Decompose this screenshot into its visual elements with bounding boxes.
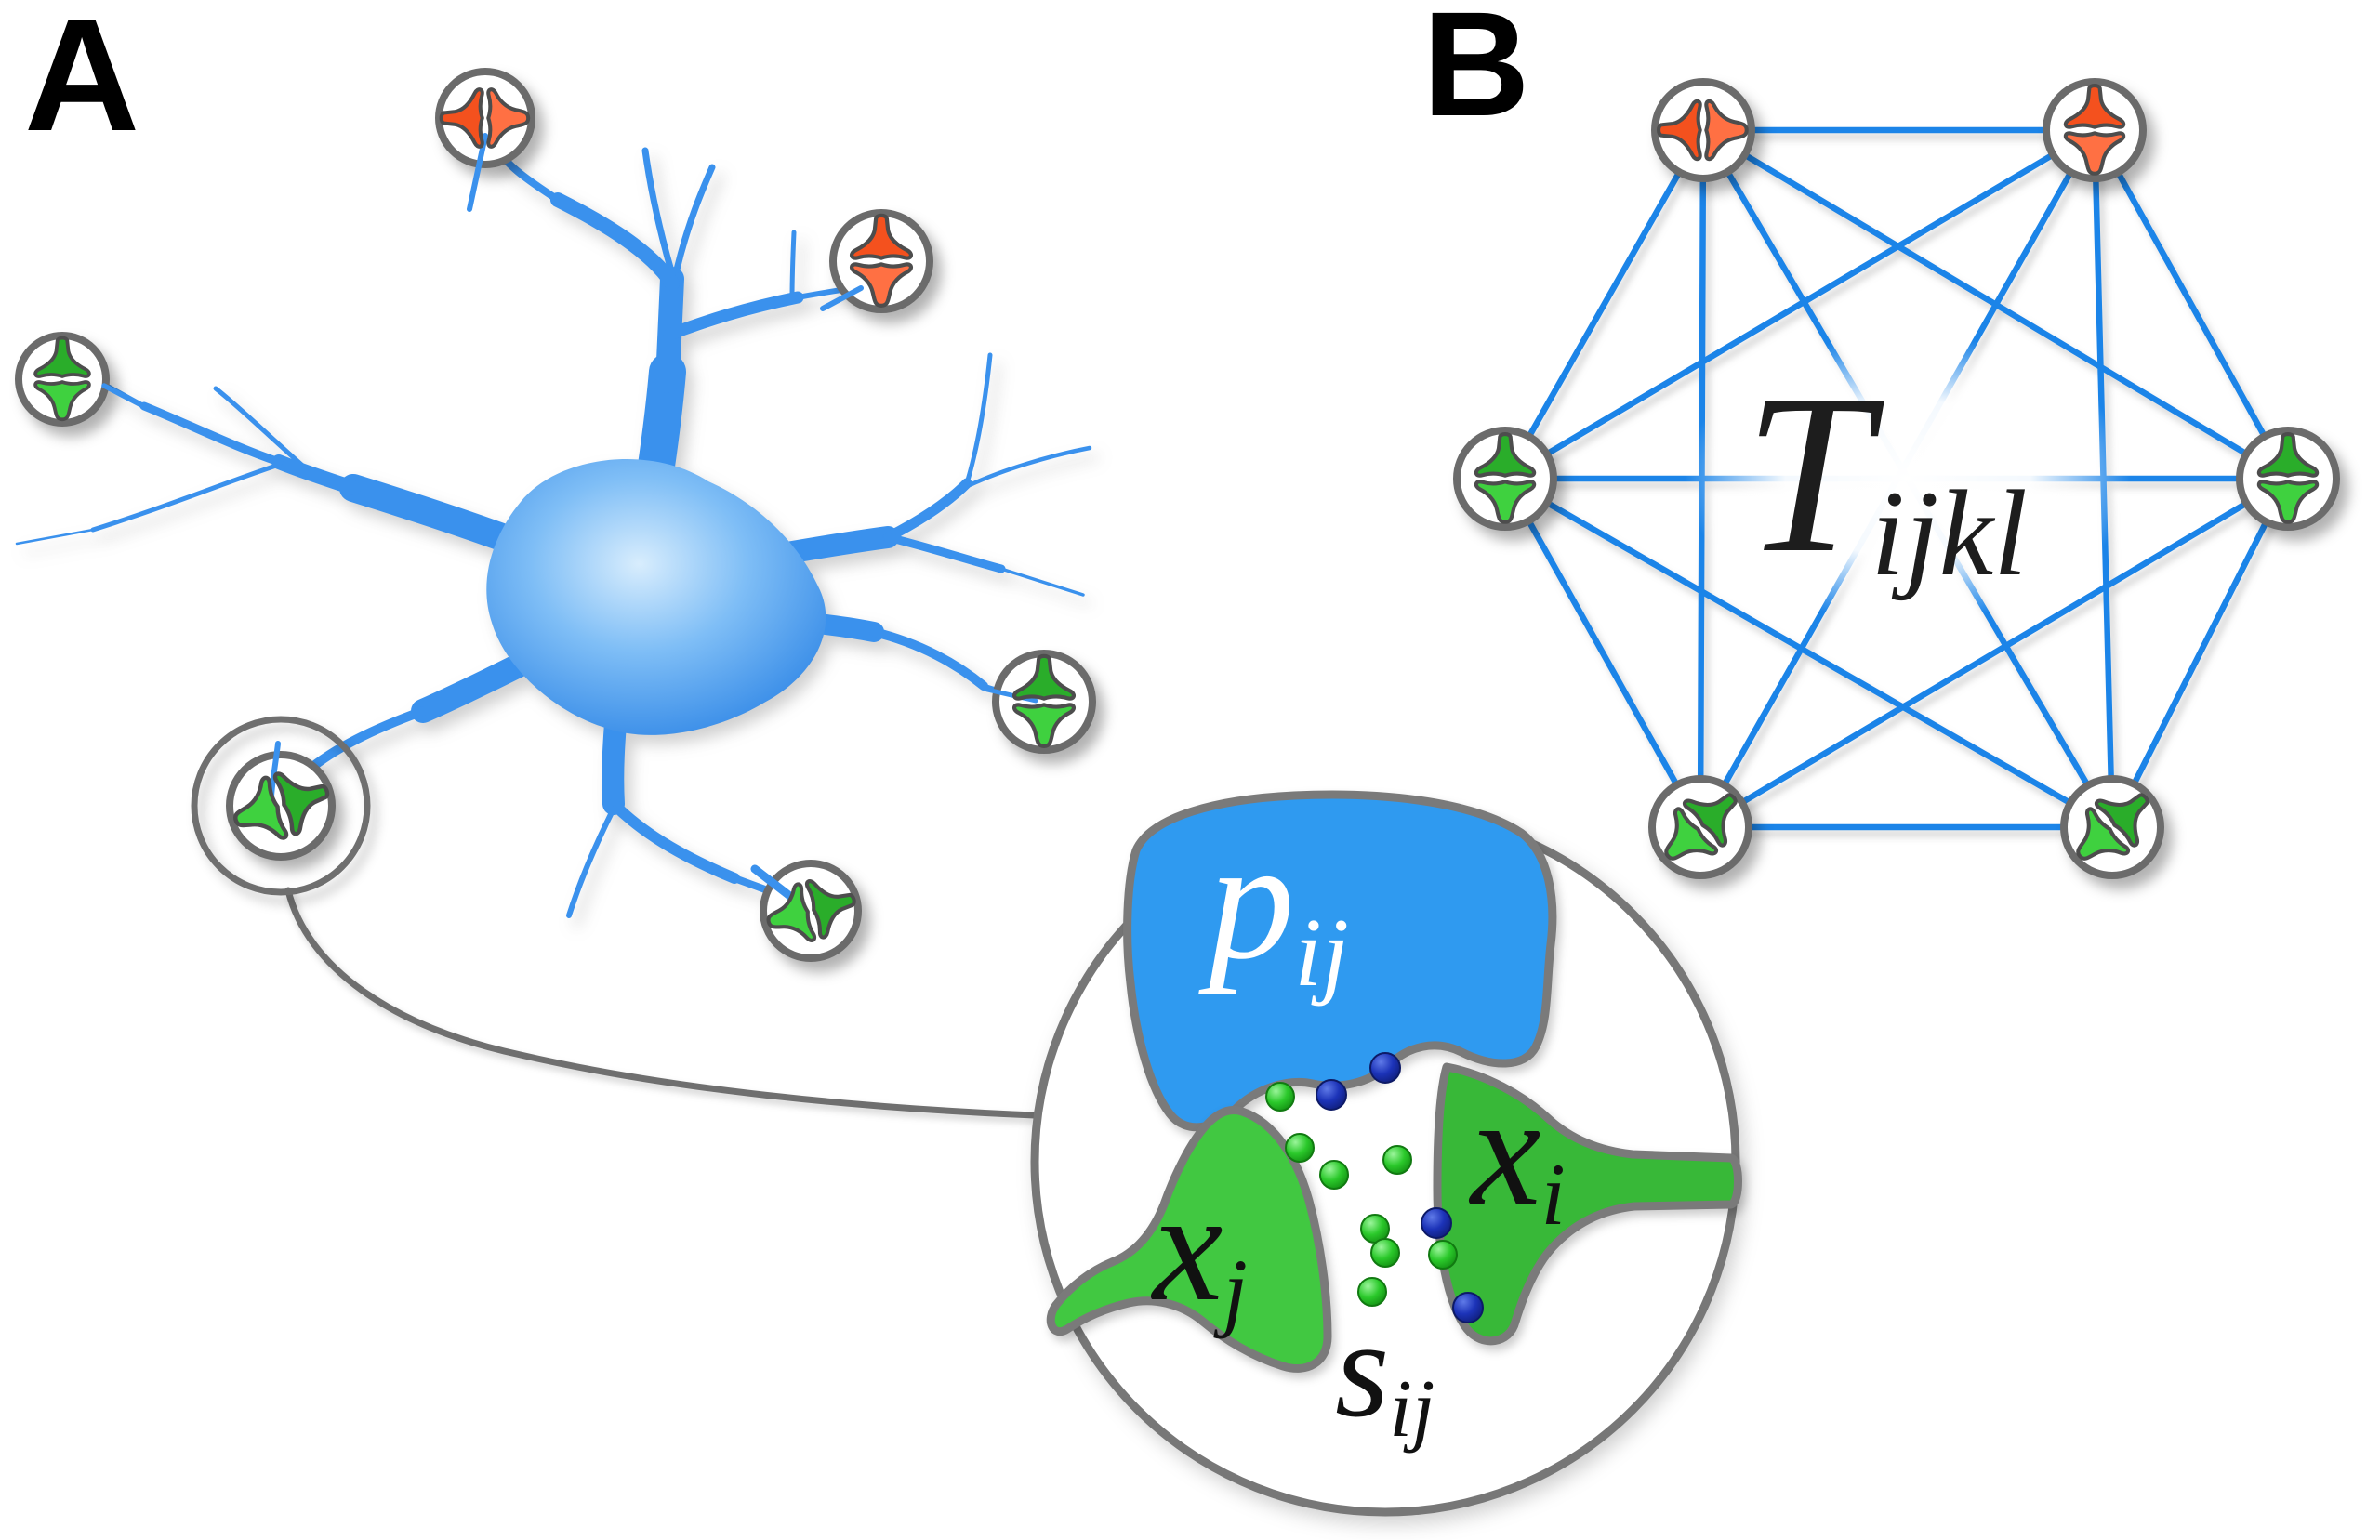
vesicles — [1265, 1052, 1484, 1323]
presynaptic-label-subscript: ij — [1295, 898, 1349, 1007]
network-edge-green-1-green-4 — [1501, 475, 2116, 831]
dendrite — [213, 386, 310, 472]
network-edge-orange-2-green-1 — [1501, 126, 2098, 482]
postsynaptic-terminal-left — [1046, 1106, 1332, 1373]
synapse-circle-green-right — [992, 650, 1096, 754]
panel-b: Tijkl — [1453, 78, 2340, 879]
network-node-green-3 — [1648, 775, 1752, 879]
synapse-circle-orange-right — [829, 209, 933, 313]
synapse-circle-green-left — [15, 332, 110, 427]
dendrite — [608, 798, 740, 884]
vesicle-blue — [1369, 1052, 1401, 1084]
network-edge-green-2-green-3 — [1697, 475, 2292, 831]
postsynaptic-left-label-base: x — [1150, 1159, 1223, 1334]
soma — [486, 459, 826, 735]
dendrite — [967, 445, 1092, 488]
dendrite — [302, 706, 428, 776]
dendrite — [641, 147, 676, 278]
dendrite-tip — [750, 864, 800, 905]
dendrite — [882, 478, 972, 543]
postsynaptic-right-label-base: x — [1468, 1063, 1540, 1238]
dendrite — [271, 454, 361, 495]
vesicle-blue — [1316, 1079, 1347, 1111]
postsynaptic-right-label-subscript: i — [1540, 1145, 1565, 1244]
network-edge-orange-1-green-1 — [1501, 126, 1707, 482]
vesicle-green — [1370, 1238, 1400, 1268]
vesicle-green — [1265, 1082, 1295, 1112]
cleft-label-subscript: ij — [1389, 1364, 1435, 1454]
dendrite-tip — [467, 133, 488, 212]
vesicle-blue — [1421, 1207, 1452, 1239]
network-node-orange-2 — [2043, 78, 2147, 182]
dendrite — [15, 528, 95, 546]
tensor-label-subscript: ijkl — [1871, 465, 2028, 601]
network-edge-green-2-green-4 — [2109, 475, 2292, 831]
vesicle-green — [1428, 1240, 1458, 1270]
dendrite — [663, 291, 804, 341]
network-node-green-1 — [1453, 427, 1557, 531]
synapse-circles — [15, 68, 1096, 962]
label-glow — [1685, 335, 2131, 623]
vesicle-blue — [1452, 1292, 1484, 1323]
dendrite — [883, 533, 1006, 573]
network-edge-green-1-green-3 — [1501, 475, 1704, 831]
dendrite — [139, 401, 284, 467]
tensor-label-base: T — [1744, 348, 1884, 599]
dendrite — [964, 352, 993, 486]
dendrite — [566, 806, 616, 918]
dendrite-tip — [101, 383, 144, 408]
network-nodes — [1453, 78, 2340, 879]
dendrite-tip — [820, 285, 864, 311]
neuron — [15, 136, 1092, 918]
dendrite-tip — [985, 687, 1038, 704]
synapse-circle-green-selected — [226, 751, 336, 861]
panel-b-label: B — [1422, 0, 1530, 147]
network-node-green-4 — [2060, 775, 2164, 879]
synapse-circle-orange-top — [435, 68, 536, 168]
connector-line — [284, 887, 1038, 1119]
panel-a-label: A — [24, 0, 139, 165]
network-node-green-2 — [2236, 427, 2340, 531]
dendrite-tips — [101, 133, 1038, 905]
dendrite — [673, 164, 716, 273]
dendrite — [789, 230, 797, 302]
synapse-detail: pij xj xi sij — [1030, 790, 1742, 1517]
vesicle-green — [1285, 1133, 1315, 1163]
network-edge-orange-2-green-2 — [2091, 126, 2292, 482]
panel-a — [15, 68, 1096, 1119]
network-node-orange-1 — [1651, 78, 1755, 182]
vesicle-green — [1319, 1160, 1349, 1190]
selection-ring — [191, 716, 371, 896]
presynaptic-label: pij — [1198, 805, 1349, 1007]
dendrite — [869, 627, 988, 691]
vesicle-green — [1357, 1277, 1387, 1307]
dendrite — [999, 567, 1085, 597]
synapse-circle-green-bottom — [760, 860, 862, 962]
postsynaptic-right-label: xi — [1468, 1063, 1566, 1244]
cleft-label-base: s — [1335, 1292, 1389, 1446]
vesicle-green — [1382, 1145, 1412, 1175]
presynaptic-label-base: p — [1198, 805, 1295, 995]
dendrite — [90, 462, 282, 533]
presynaptic-terminal — [1123, 790, 1557, 1132]
tensor-label: Tijkl — [1744, 348, 2028, 601]
postsynaptic-left-label: xj — [1150, 1159, 1248, 1339]
dendrite — [550, 192, 680, 291]
cleft-label: sij — [1335, 1292, 1435, 1454]
